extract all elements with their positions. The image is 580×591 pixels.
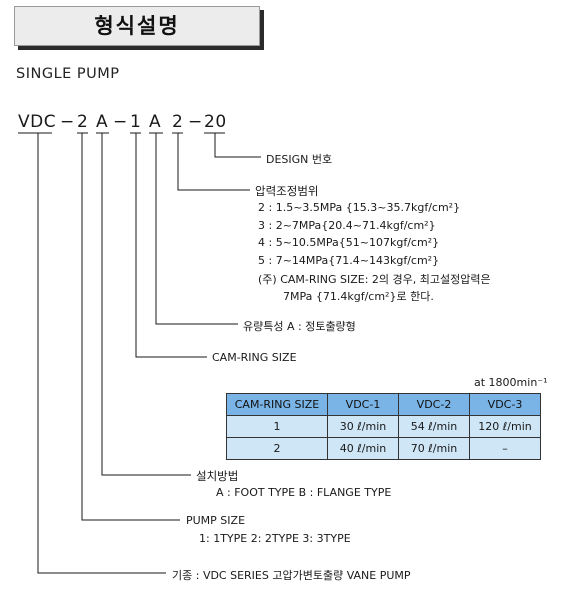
leader-mounting: [101, 133, 191, 476]
pressure-note: (주) CAM-RING SIZE: 2의 경우, 최고설정압력은: [258, 273, 491, 286]
table-header: VDC-2: [398, 393, 470, 416]
code-mounting: A: [96, 112, 109, 132]
pressure-item: 4 : 5~10.5MPa{51~107kgf/cm²}: [258, 236, 440, 249]
flow-table: CAM-RING SIZE VDC-1 VDC-2 VDC-3 1 30 ℓ/m…: [226, 393, 541, 460]
pressure-note-cont: 7MPa {71.4kgf/cm²}로 한다.: [283, 290, 434, 303]
table-cell: 120 ℓ/min: [469, 415, 541, 438]
flow-label: 유량특성 A : 정토출량형: [243, 320, 356, 333]
leader-pump-size: [81, 133, 180, 521]
table-header: VDC-1: [327, 393, 399, 416]
code-cam-ring: 1: [130, 112, 142, 132]
page-title: 형식설명: [94, 14, 180, 38]
table-cell: 1: [226, 415, 328, 438]
leader-cam-ring: [135, 133, 207, 358]
leader-series: [37, 133, 166, 574]
table-cell: 40 ℓ/min: [327, 437, 399, 460]
section-heading: SINGLE PUMP: [16, 66, 120, 82]
table-note: at 1800min⁻¹: [474, 376, 548, 389]
table-cell: –: [469, 437, 541, 460]
table-header: CAM-RING SIZE: [226, 393, 328, 416]
code-design: 20: [204, 112, 227, 132]
leader-design: [214, 133, 261, 158]
pressure-item: 5 : 7~14MPa{71.4~143kgf/cm²}: [258, 254, 440, 267]
code-pump-size: 2: [77, 112, 89, 132]
pressure-item: 3 : 2~7MPa{20.4~71.4kgf/cm²}: [258, 219, 436, 232]
mounting-options: A : FOOT TYPE B : FLANGE TYPE: [216, 486, 392, 499]
code-dash-1: −: [60, 112, 75, 132]
code-dash-2: −: [113, 112, 128, 132]
table-cell: 54 ℓ/min: [398, 415, 470, 438]
code-pressure: 2: [172, 112, 184, 132]
pressure-heading: 압력조정범위: [255, 184, 319, 198]
table-cell: 70 ℓ/min: [398, 437, 470, 460]
code-dash-3: −: [188, 112, 203, 132]
code-series: VDC: [18, 112, 57, 132]
leader-pressure: [177, 133, 250, 191]
table-row: 2 40 ℓ/min 70 ℓ/min –: [226, 437, 541, 460]
pump-size-heading: PUMP SIZE: [186, 514, 246, 527]
code-flow: A: [149, 112, 162, 132]
leader-flow: [155, 133, 238, 325]
series-label: 기종 : VDC SERIES 고압가변토출량 VANE PUMP: [172, 569, 411, 582]
table-header: VDC-3: [469, 393, 541, 416]
title-box: 형식설명: [14, 6, 260, 46]
table-header-row: CAM-RING SIZE VDC-1 VDC-2 VDC-3: [226, 393, 541, 416]
table-row: 1 30 ℓ/min 54 ℓ/min 120 ℓ/min: [226, 415, 541, 438]
pressure-item: 2 : 1.5~3.5MPa {15.3~35.7kgf/cm²}: [258, 201, 461, 214]
table-cell: 2: [226, 437, 328, 460]
cam-ring-label: CAM-RING SIZE: [212, 351, 297, 364]
mounting-heading: 설치방법: [196, 469, 239, 483]
pump-size-options: 1: 1TYPE 2: 2TYPE 3: 3TYPE: [199, 532, 351, 545]
table-cell: 30 ℓ/min: [327, 415, 399, 438]
design-label: DESIGN 번호: [266, 153, 333, 166]
